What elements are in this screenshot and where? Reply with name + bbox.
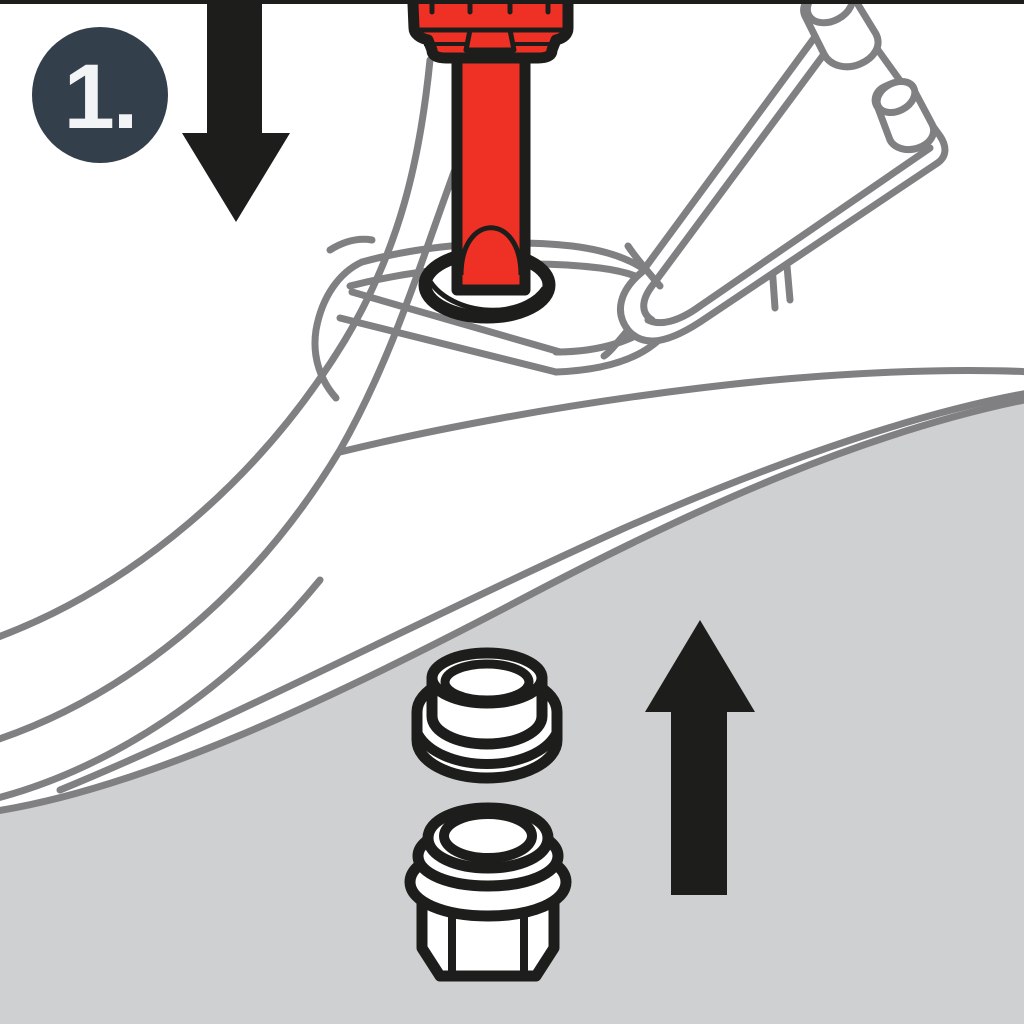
panel-contour-lower <box>0 576 324 801</box>
red-tool-cap-tab <box>463 27 517 53</box>
hinge-bracket-inner-edge-2 <box>644 144 934 327</box>
panel-contour-inner <box>0 56 434 640</box>
step-number-label: 1. <box>64 46 137 148</box>
step-number-badge <box>32 27 168 163</box>
panel-body-edge <box>56 390 1024 794</box>
panel-hole-inner-shadow <box>425 276 547 313</box>
red-tool-shaft-arch <box>458 225 524 276</box>
ground-edge-line <box>0 396 1024 814</box>
down-arrow <box>182 0 290 222</box>
hinge-pin-lower-top <box>873 77 919 117</box>
grommet-upper-flange-groove <box>413 731 561 770</box>
grommet-lower-dome-inner <box>439 809 537 863</box>
seat-step-detail <box>326 235 376 254</box>
seat-left-rim <box>311 258 366 402</box>
hinge-bracket-tail <box>600 326 632 360</box>
up-arrow <box>645 620 755 895</box>
seat-diagonal-b <box>336 314 560 376</box>
seat-diagonal-a <box>348 288 564 356</box>
red-tool-cap-ribs <box>429 0 551 15</box>
panel-upper-right-edge <box>336 367 1024 456</box>
hinge-bracket-tail-2 <box>624 242 664 290</box>
red-tool-shaft <box>451 0 531 296</box>
grommet-upper <box>411 647 563 784</box>
grommet-lower <box>404 802 572 982</box>
grommet-upper-rim-inner <box>440 659 534 705</box>
